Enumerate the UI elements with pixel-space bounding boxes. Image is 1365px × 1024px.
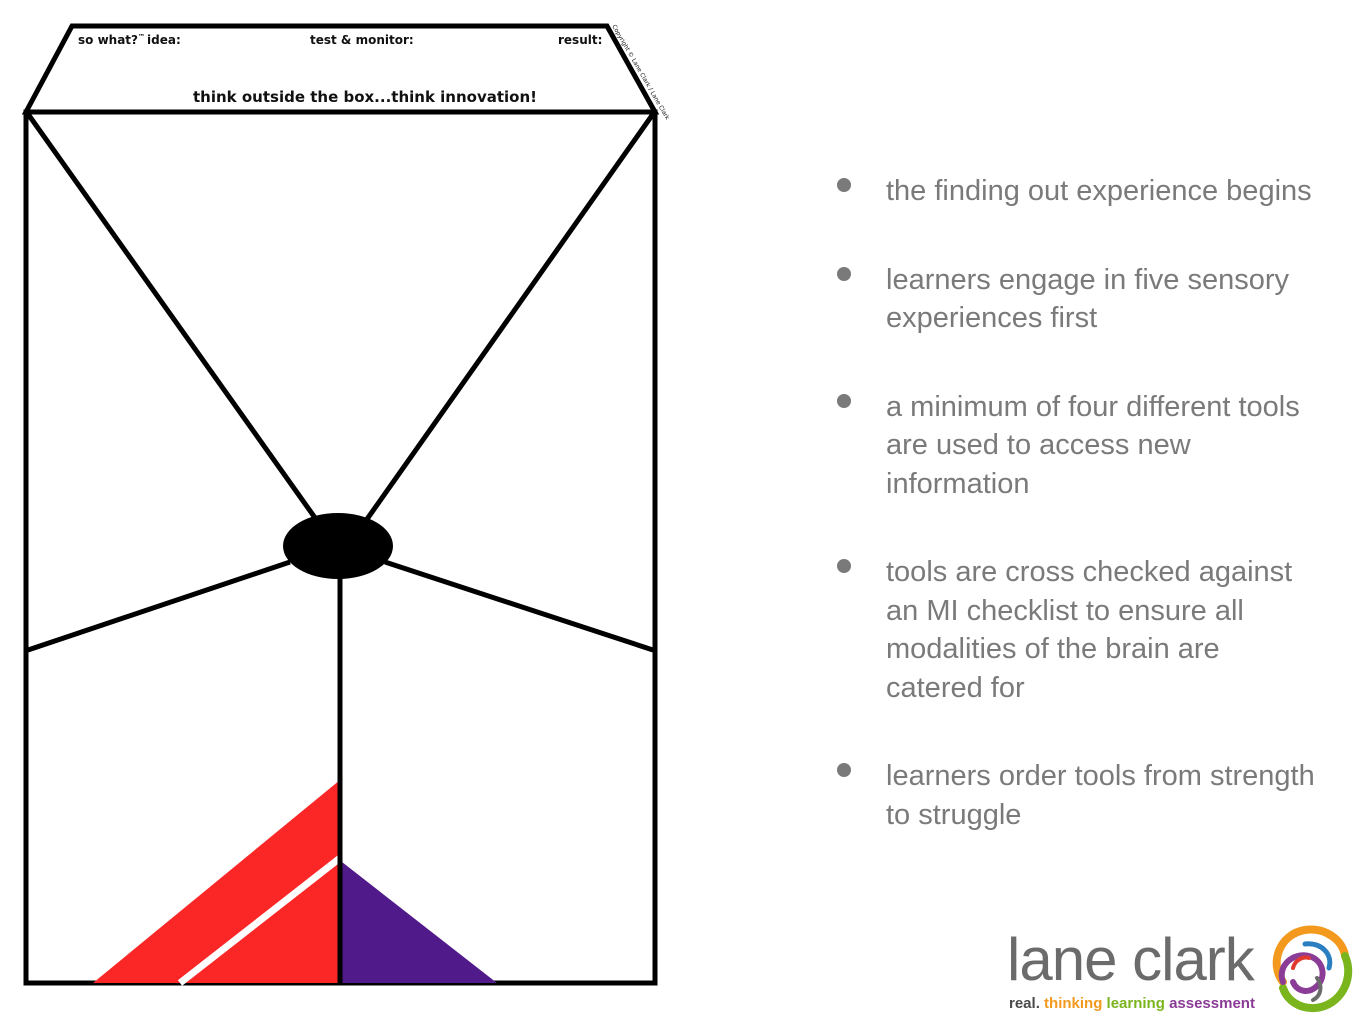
tagline-real: real. — [1009, 995, 1040, 1012]
side-line-left — [27, 559, 291, 653]
label-so-what: so what? — [78, 33, 138, 47]
bullet-item: the finding out experience begins — [835, 172, 1315, 211]
slogan: think outside the box...think innovation… — [193, 88, 537, 106]
bullet-item: tools are cross checked against an MI ch… — [835, 553, 1315, 707]
copyright-notice: Copyright © Lane Clark / Lane Clark — [610, 24, 671, 122]
logo-trefoil-icon — [1272, 925, 1353, 1013]
purple-triangle — [342, 862, 497, 983]
diagonal-left — [25, 112, 321, 524]
bullet-list: the finding out experience begins learne… — [835, 172, 1315, 834]
tagline-assessment: assessment — [1169, 995, 1255, 1012]
tagline-learning: learning — [1106, 995, 1165, 1012]
logo-tagline: real. thinking learning assessment — [1009, 995, 1255, 1012]
label-test-monitor: test & monitor: — [310, 33, 414, 47]
label-idea: idea: — [147, 33, 181, 47]
diagonal-right — [362, 112, 656, 524]
red-triangle — [93, 780, 340, 983]
trademark-mark: ™ — [138, 33, 145, 41]
side-line-right — [384, 559, 654, 653]
label-result: result: — [558, 33, 602, 47]
bullet-item: learners order tools from strength to st… — [835, 757, 1315, 834]
bullet-item: learners engage in five sensory experien… — [835, 261, 1315, 338]
white-stripe — [177, 855, 343, 986]
tagline-thinking: thinking — [1044, 995, 1103, 1012]
center-hub — [283, 513, 393, 579]
bullet-item: a minimum of four different tools are us… — [835, 388, 1315, 504]
lane-clark-logo: lane clark real. thinking learning asses… — [1005, 920, 1360, 1020]
logo-wordmark: lane clark — [1007, 926, 1255, 993]
